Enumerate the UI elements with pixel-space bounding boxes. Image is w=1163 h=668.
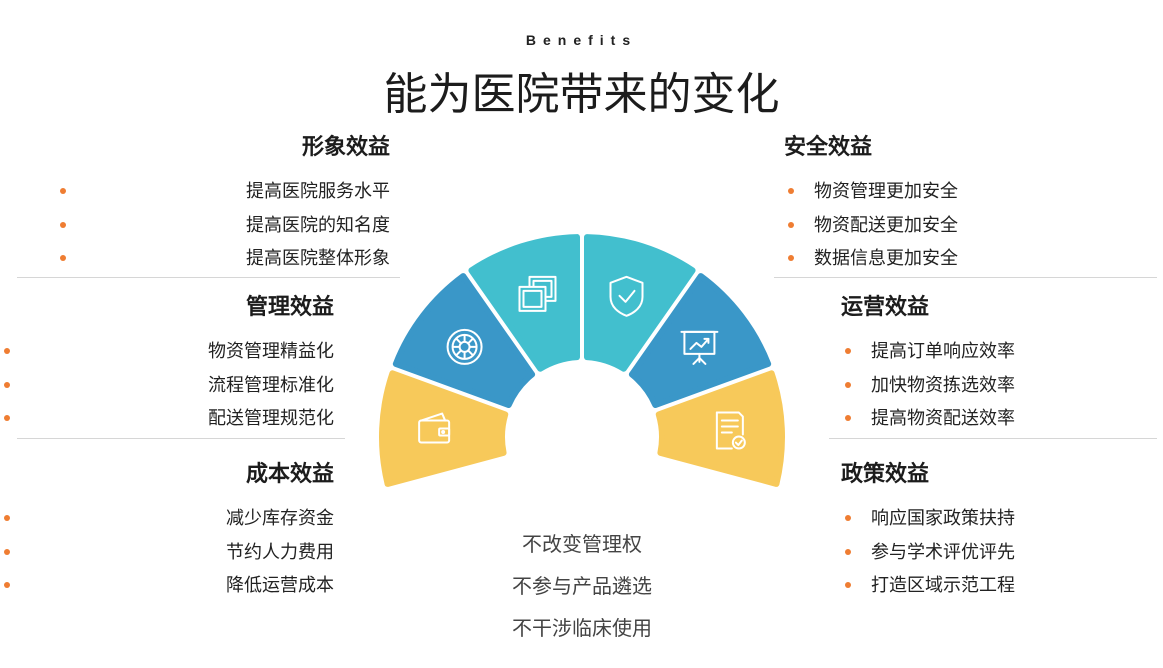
list-item: 减少库存资金: [4, 502, 334, 536]
list-item: 提高物资配送效率: [841, 402, 1161, 436]
policy-segment: [655, 370, 785, 487]
divider: [17, 438, 345, 439]
list-item: 加快物资拣选效率: [841, 369, 1161, 403]
list-item: 打造区域示范工程: [841, 569, 1161, 603]
divider: [829, 438, 1157, 439]
list-item: 物资管理精益化: [4, 335, 334, 369]
cost-benefits-group: 成本效益 减少库存资金 节约人力费用 降低运营成本: [4, 460, 334, 603]
management-benefits-group: 管理效益 物资管理精益化 流程管理标准化 配送管理规范化: [4, 293, 334, 436]
safety-benefits-group: 安全效益 物资管理更加安全 物资配送更加安全 数据信息更加安全: [784, 133, 1104, 276]
list-item: 降低运营成本: [4, 569, 334, 603]
center-notes: 不改变管理权 不参与产品遴选 不干涉临床使用: [462, 523, 702, 649]
list-item: 提高医院的知名度: [60, 209, 390, 243]
divider: [17, 277, 400, 278]
center-note: 不干涉临床使用: [512, 616, 652, 640]
presentation-chart-icon: [680, 330, 719, 365]
list-item: 响应国家政策扶持: [841, 502, 1161, 536]
page-title: 能为医院带来的变化: [383, 69, 780, 120]
list-item: 物资管理更加安全: [784, 175, 1104, 209]
center-note: 不改变管理权: [522, 532, 642, 556]
document-badge-icon: [715, 411, 746, 450]
list-item: 提高订单响应效率: [841, 335, 1161, 369]
list-item: 参与学术评优评先: [841, 536, 1161, 570]
group-title: 运营效益: [841, 295, 930, 320]
policy-benefits-group: 政策效益 响应国家政策扶持 参与学术评优评先 打造区域示范工程: [841, 460, 1161, 603]
wallet-icon: [418, 412, 451, 444]
list-item: 物资配送更加安全: [784, 209, 1104, 243]
safety-segment: [583, 234, 696, 372]
list-item: 节约人力费用: [4, 536, 334, 570]
group-title: 管理效益: [245, 295, 334, 320]
list-item: 数据信息更加安全: [784, 242, 1104, 276]
list-item: 提高医院服务水平: [60, 175, 390, 209]
group-title: 形象效益: [301, 135, 390, 160]
picture-frames-icon: [518, 275, 557, 312]
list-item: 提高医院整体形象: [60, 242, 390, 276]
operation-benefits-group: 运营效益 提高订单响应效率 加快物资拣选效率 提高物资配送效率: [841, 293, 1161, 436]
group-title: 政策效益: [841, 462, 930, 487]
shield-check-icon: [609, 275, 644, 317]
operation-segment: [628, 273, 772, 408]
image-benefits-group: 形象效益 提高医院服务水平 提高医院的知名度 提高医院整体形象: [60, 133, 390, 276]
divider: [774, 277, 1157, 278]
list-item: 配送管理规范化: [4, 402, 334, 436]
group-title: 成本效益: [245, 462, 334, 487]
eyebrow-label: Benefits: [525, 32, 638, 48]
gear-icon: [446, 328, 483, 365]
center-note: 不参与产品遴选: [512, 574, 652, 598]
list-item: 流程管理标准化: [4, 369, 334, 403]
group-title: 安全效益: [784, 135, 873, 160]
